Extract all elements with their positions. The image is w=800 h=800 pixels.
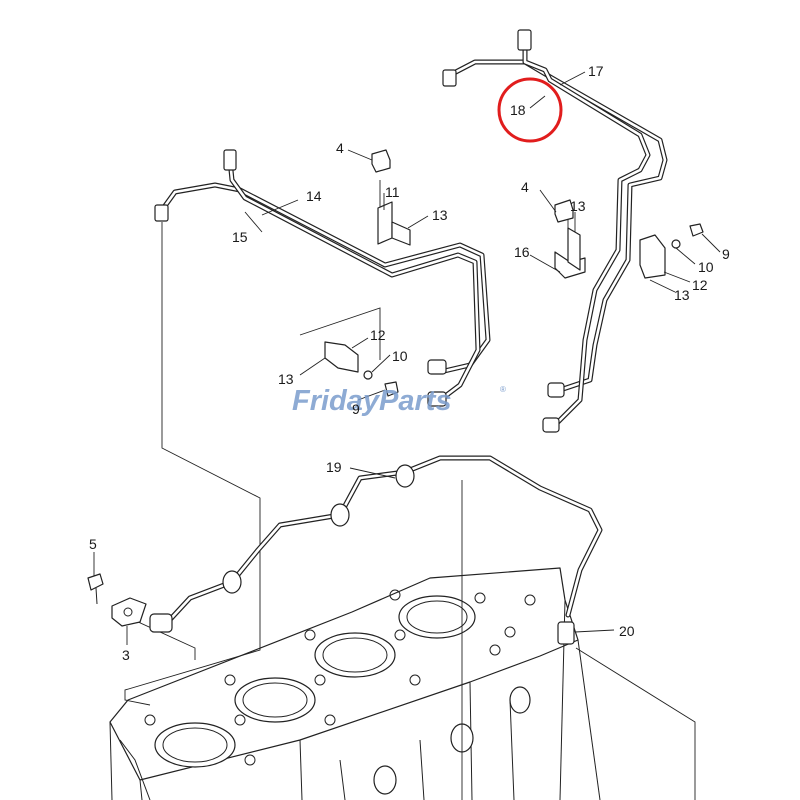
callout-3: 3 <box>122 647 130 663</box>
callout-leader-lines <box>93 71 721 645</box>
callout-13: 13 <box>570 198 586 214</box>
callout-5: 5 <box>89 536 97 552</box>
callout-12: 12 <box>692 277 708 293</box>
callout-19: 19 <box>326 459 342 475</box>
callout-13: 13 <box>432 207 448 223</box>
callout-9: 9 <box>352 401 360 417</box>
fuel-injection-pipe-icon <box>159 157 491 403</box>
pipe-clamp-icon <box>222 464 415 594</box>
callout-11: 11 <box>385 184 400 200</box>
callout-20: 20 <box>619 623 635 639</box>
svg-text:®: ® <box>500 385 506 394</box>
callout-4: 4 <box>521 179 529 195</box>
callout-18: 18 <box>510 102 526 118</box>
callout-10: 10 <box>698 259 714 275</box>
callout-labels: 17 18 14 15 4 11 13 4 13 16 9 10 12 13 1… <box>89 63 730 663</box>
callout-13: 13 <box>278 371 294 387</box>
hollow-bolt-icon <box>87 149 704 627</box>
callout-4: 4 <box>336 140 344 156</box>
pipe-end-fittings <box>149 29 575 645</box>
watermark-logo: FridayParts ® <box>292 385 506 417</box>
callout-14: 14 <box>306 188 322 204</box>
fuel-injection-pipe-icon <box>447 47 668 428</box>
callout-16: 16 <box>514 244 530 260</box>
callout-9: 9 <box>722 246 730 262</box>
callout-13: 13 <box>674 287 690 303</box>
svg-text:FridayParts: FridayParts <box>292 385 452 417</box>
callout-12: 12 <box>370 327 386 343</box>
highlight-circle <box>497 77 563 143</box>
callout-17: 17 <box>588 63 604 79</box>
callout-10: 10 <box>392 348 408 364</box>
engine-cylinder-head-icon <box>109 567 601 800</box>
callout-15: 15 <box>232 229 248 245</box>
pipe-clamp-icon <box>324 201 666 373</box>
